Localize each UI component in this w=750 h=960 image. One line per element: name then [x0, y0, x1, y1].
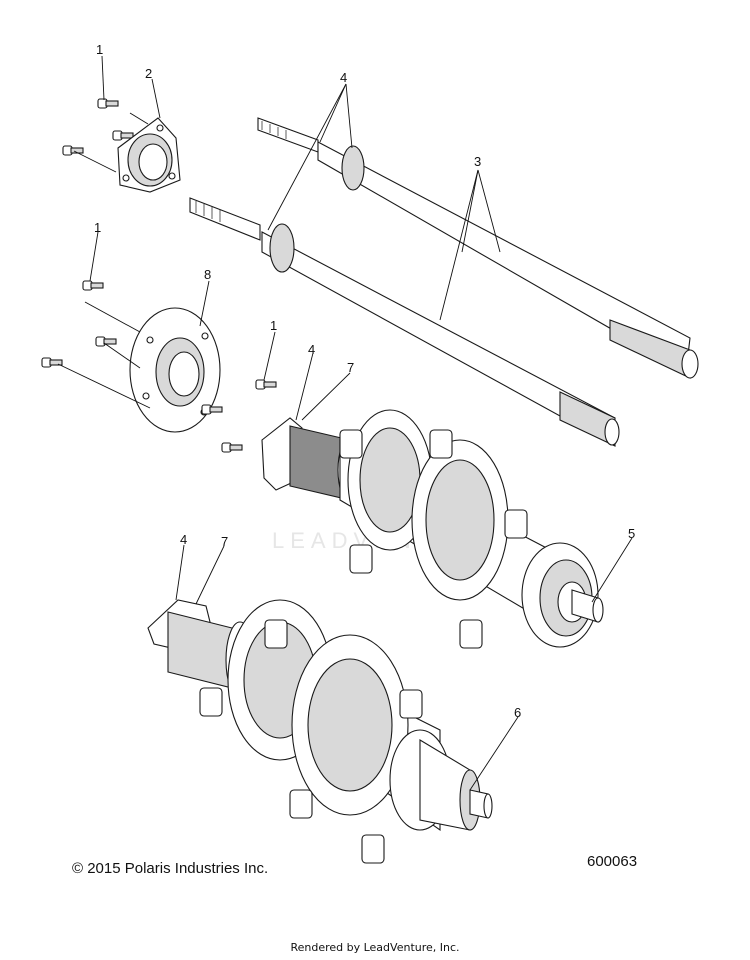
callout-4-lower: 4 [180, 532, 187, 547]
triangular-flange [117, 117, 181, 193]
bolt-middle-1 [82, 280, 104, 291]
bolt-middle-3 [41, 357, 63, 368]
rendered-by-credit: Rendered by LeadVenture, Inc. [290, 941, 460, 954]
callout-4-upper: 4 [340, 70, 347, 85]
bolt-right-3 [221, 442, 243, 453]
bolt-right-2 [201, 404, 223, 415]
callout-1-upper: 1 [96, 42, 103, 57]
diagram-number: 600063 [587, 853, 638, 870]
callout-7-lower: 7 [221, 534, 228, 549]
leader-lines [57, 55, 633, 791]
bolt-middle-2 [95, 336, 117, 347]
callout-1-middle: 1 [94, 220, 101, 235]
bolt-upper-3 [62, 145, 84, 156]
bolt-right-1 [255, 379, 277, 390]
callout-1-right: 1 [270, 318, 277, 333]
callout-3: 3 [474, 154, 481, 169]
round-flange [129, 307, 221, 433]
differential-assembly-upper [261, 409, 604, 649]
axle-shaft-upper [257, 117, 699, 379]
callout-8: 8 [204, 267, 211, 282]
callout-2: 2 [145, 66, 152, 81]
differential-assembly-lower [147, 599, 493, 864]
callout-7-upper: 7 [347, 360, 354, 375]
callout-5: 5 [628, 526, 635, 541]
bolt-upper-1 [97, 98, 119, 109]
callout-4-middle: 4 [308, 342, 315, 357]
bolt-upper-2 [112, 130, 134, 141]
copyright-notice: © 2015 Polaris Industries Inc. [72, 860, 269, 877]
axle-shaft-lower [189, 197, 620, 447]
callout-6: 6 [514, 705, 521, 720]
